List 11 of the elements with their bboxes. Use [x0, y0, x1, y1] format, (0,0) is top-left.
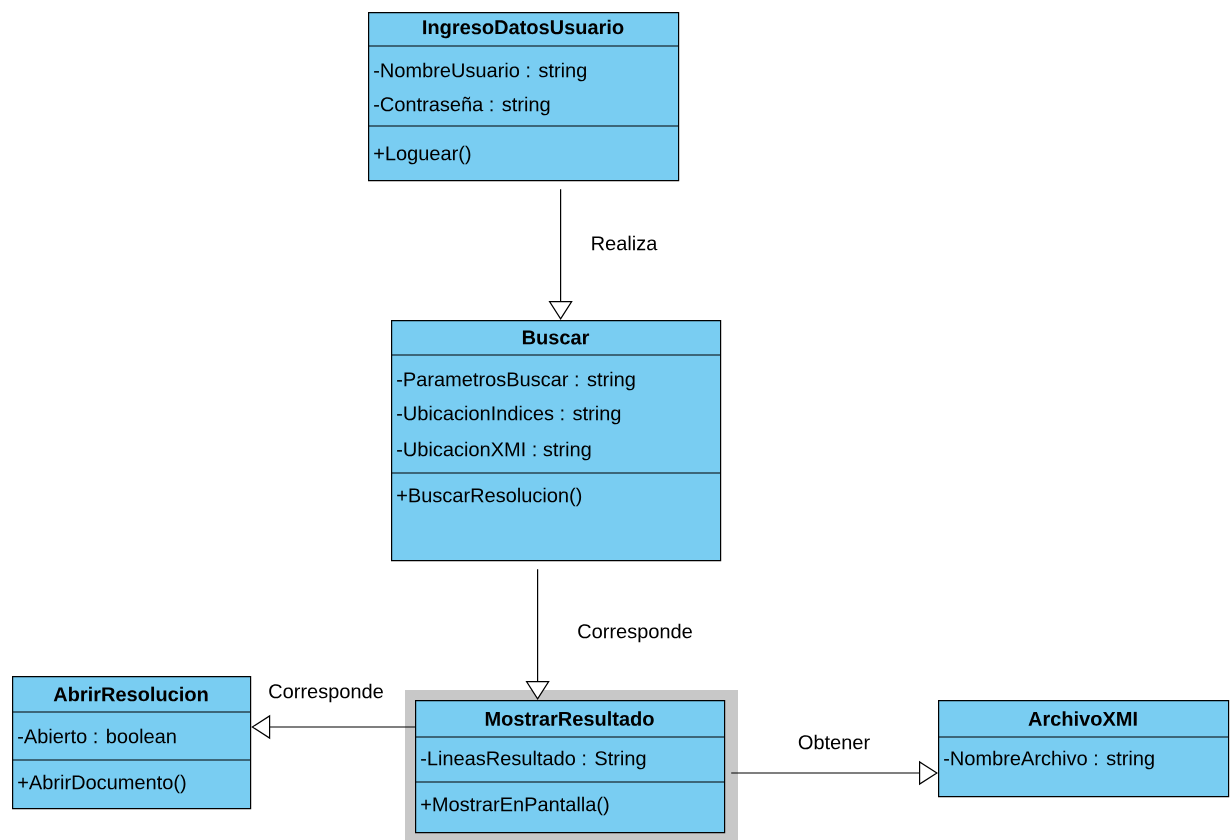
class-box: MostrarResultado -LineasResultado : String +MostrarEnPantalla(): [414, 700, 726, 834]
class-box: IngresoDatosUsuario -NombreUsuario : string -Contraseña : string +Loguear(): [367, 12, 680, 182]
edge-label: Obtener: [796, 733, 872, 751]
edge-label: Corresponde: [267, 682, 385, 704]
arrow: [525, 681, 550, 700]
edge-label: Corresponde: [576, 622, 694, 644]
class-box: AbrirResolucion -Abierto : boolean +AbrirDocumento(): [11, 676, 252, 810]
class-box: ArchivoXMI -NombreArchivo : string: [937, 700, 1230, 798]
arrow: [548, 301, 573, 320]
edge-label: Realiza: [589, 234, 659, 252]
class-box: Buscar -ParametrosBuscar : string -UbicacionIndices : string -UbicacionXMI : string +BuscarResolucion(): [390, 320, 722, 562]
